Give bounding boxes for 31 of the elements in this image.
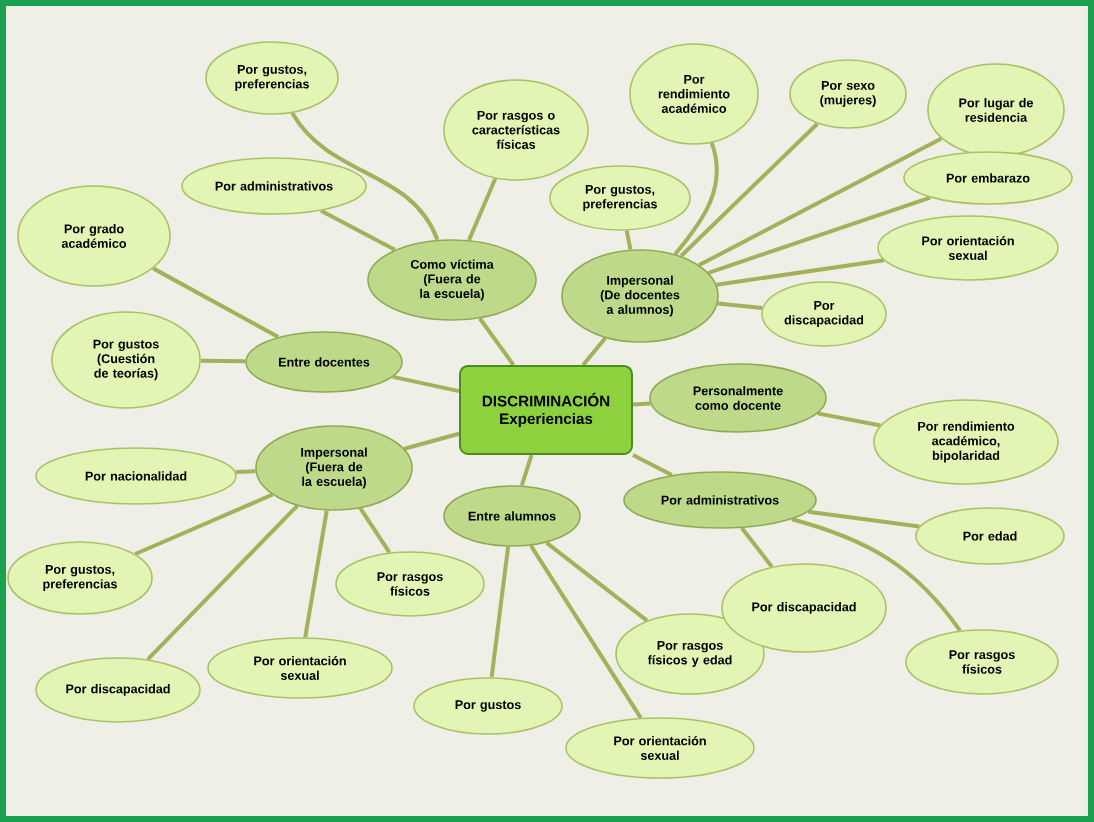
connector-line	[489, 546, 511, 678]
connector-line	[146, 504, 299, 661]
connector-line	[632, 453, 673, 477]
connector-line	[529, 544, 643, 719]
connector-line	[632, 401, 651, 407]
connector-line	[817, 411, 881, 428]
connector-line	[403, 431, 460, 451]
connector-line	[673, 142, 719, 256]
connector-line	[679, 122, 819, 258]
connector-line	[134, 492, 274, 556]
connector-line	[303, 510, 329, 638]
connector-line	[707, 195, 931, 275]
connector-line	[808, 509, 920, 529]
connector-line	[624, 230, 633, 250]
connector-line	[235, 469, 256, 474]
connector-line	[467, 177, 498, 241]
connector-line	[358, 507, 392, 554]
connector-line	[392, 374, 460, 394]
connector-line	[519, 454, 534, 487]
connector-line	[200, 358, 246, 364]
connector-line	[290, 111, 440, 241]
connector-line	[716, 258, 885, 287]
connector-line	[698, 136, 943, 267]
connector-line	[740, 526, 774, 568]
connector-line	[791, 517, 962, 632]
connector-line	[152, 266, 280, 339]
connector-line	[320, 209, 396, 252]
connector-line	[717, 301, 763, 310]
connector-line	[545, 541, 649, 623]
connector-line	[478, 317, 516, 367]
connector-line	[581, 336, 607, 367]
